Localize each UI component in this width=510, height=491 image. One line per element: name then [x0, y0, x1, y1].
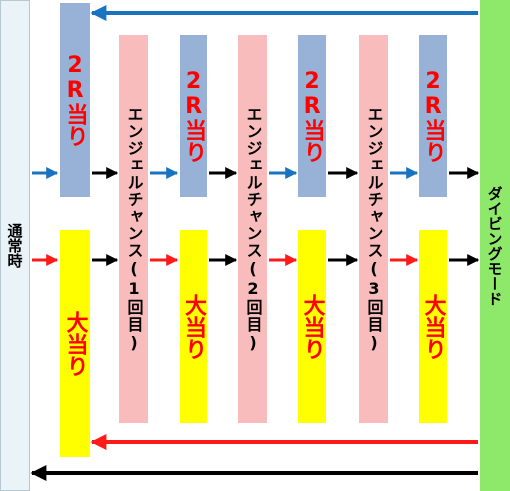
- big-hit-label: 大当り: [181, 293, 207, 360]
- two-r-hit-box-2: 2R当り: [180, 35, 207, 197]
- big-hit-box-1: 大当り: [60, 230, 90, 457]
- angel-chance-label-3: エンジェルチャンス(3回目): [364, 105, 384, 353]
- two-r-hit-box-1: 2R当り: [60, 3, 90, 197]
- angel-chance-box-3: エンジェルチャンス(3回目): [359, 35, 388, 423]
- diving-mode-box: ダイビングモード: [480, 0, 510, 491]
- diving-mode-label: ダイビングモード: [485, 185, 504, 306]
- angel-chance-label-1: エンジェルチャンス(1回目): [124, 105, 144, 353]
- big-hit-box-3: 大当り: [298, 230, 326, 423]
- angel-chance-box-1: エンジェルチャンス(1回目): [119, 35, 148, 423]
- two-r-hit-label: 2R当り: [181, 69, 207, 163]
- big-hit-box-2: 大当り: [180, 230, 207, 423]
- two-r-hit-label: 2R当り: [299, 69, 325, 163]
- normal-state-box: 通常時: [0, 0, 30, 491]
- two-r-hit-label: 2R当り: [62, 53, 88, 147]
- big-hit-label: 大当り: [299, 293, 325, 360]
- big-hit-box-4: 大当り: [419, 230, 447, 423]
- two-r-hit-box-3: 2R当り: [298, 35, 326, 197]
- big-hit-label: 大当り: [62, 310, 88, 377]
- angel-chance-label-2: エンジェルチャンス(2回目): [243, 105, 263, 353]
- two-r-hit-label: 2R当り: [420, 69, 446, 163]
- two-r-hit-box-4: 2R当り: [419, 35, 447, 197]
- normal-state-label: 通常時: [5, 223, 24, 268]
- angel-chance-box-2: エンジェルチャンス(2回目): [238, 35, 267, 423]
- big-hit-label: 大当り: [420, 293, 446, 360]
